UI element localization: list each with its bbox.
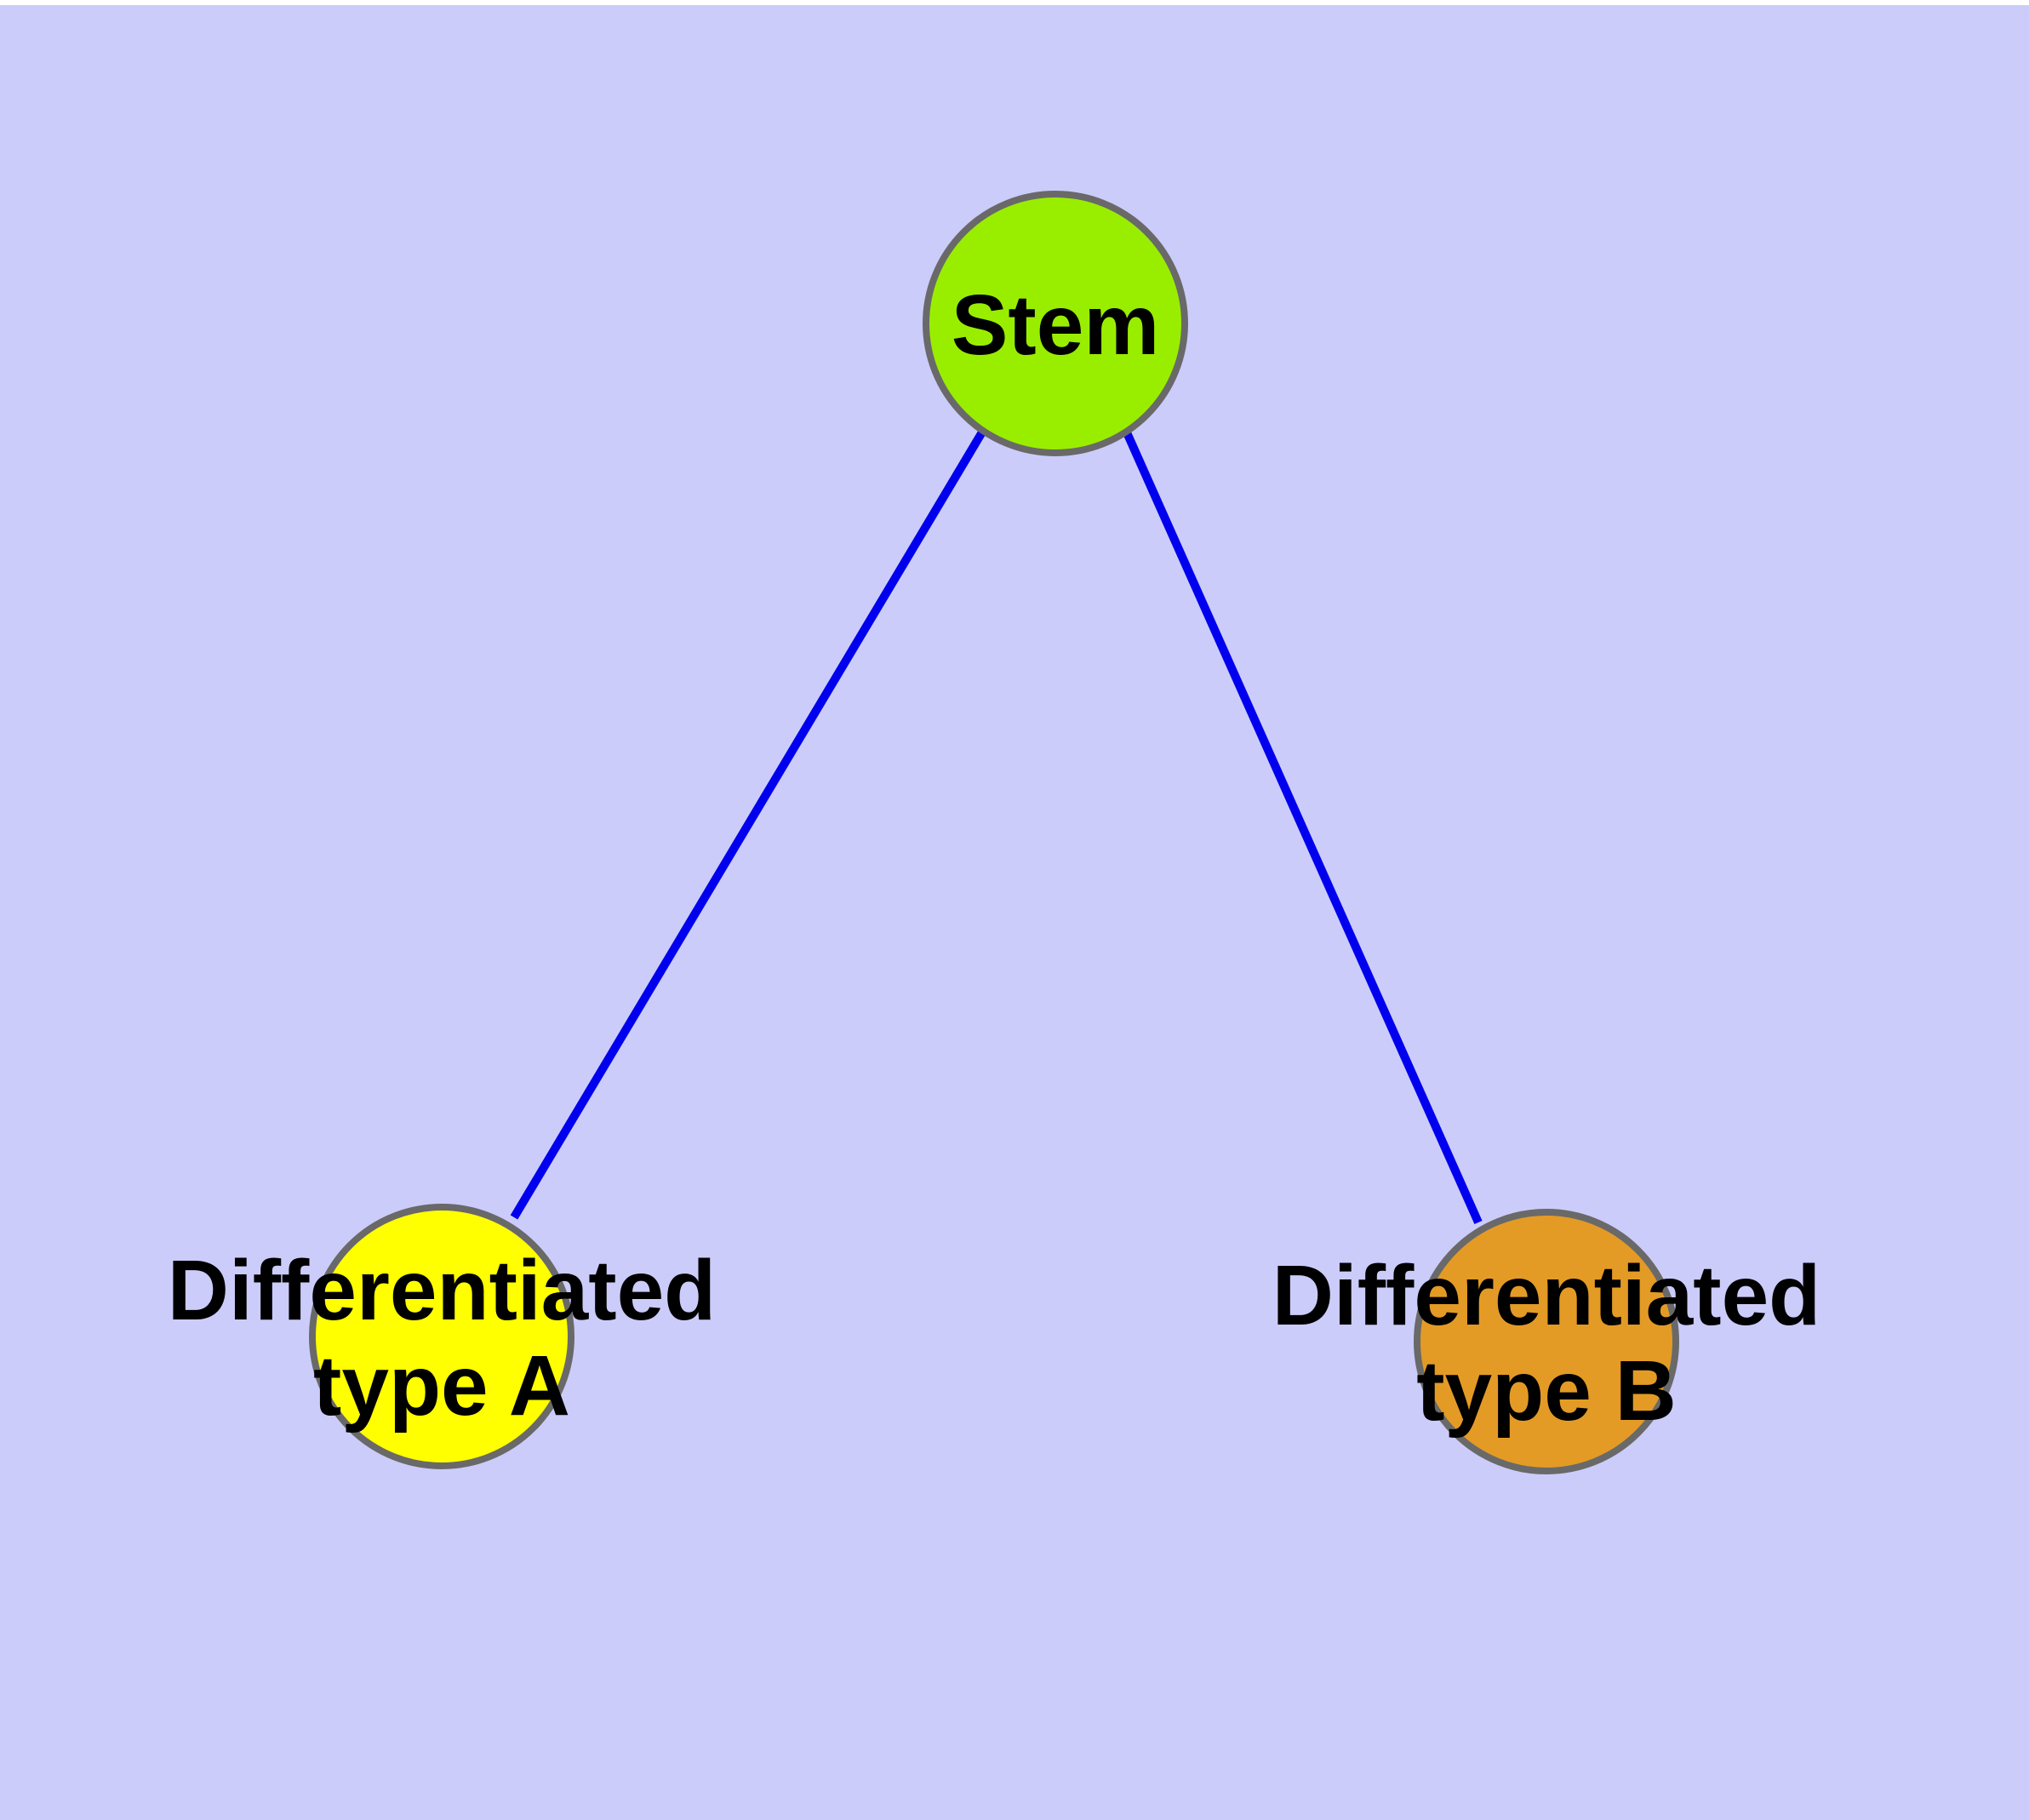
differentiated-type-b-label-line-2: type B (1416, 1343, 1677, 1439)
node-group: Stem Differentiated type A Differentiate… (168, 191, 1821, 1474)
node-differentiated-type-a[interactable]: Differentiated type A (168, 1204, 717, 1469)
node-differentiated-type-b[interactable]: Differentiated type B (1272, 1209, 1821, 1474)
node-link-graph: Stem Differentiated type A Differentiate… (168, 191, 1821, 1474)
edge-stem-to-differentiated-type-a (510, 428, 987, 1220)
stem-node-label-line-1: Stem (952, 278, 1160, 373)
differentiated-type-a-label-line-1: Differentiated (168, 1243, 717, 1338)
differentiated-type-a-label-line-2: type A (313, 1338, 570, 1434)
differentiated-type-b-node-circle[interactable] (1414, 1209, 1679, 1474)
edge-stem-to-differentiated-type-b (1122, 428, 1483, 1225)
differentiated-type-a-node-circle[interactable] (309, 1204, 574, 1469)
edge-group (510, 428, 1483, 1225)
stem-node-circle[interactable] (923, 191, 1188, 456)
differentiated-type-b-label-line-1: Differentiated (1272, 1248, 1821, 1343)
graph-canvas: Stem Differentiated type A Differentiate… (0, 5, 2029, 1820)
node-stem[interactable]: Stem (923, 191, 1188, 456)
